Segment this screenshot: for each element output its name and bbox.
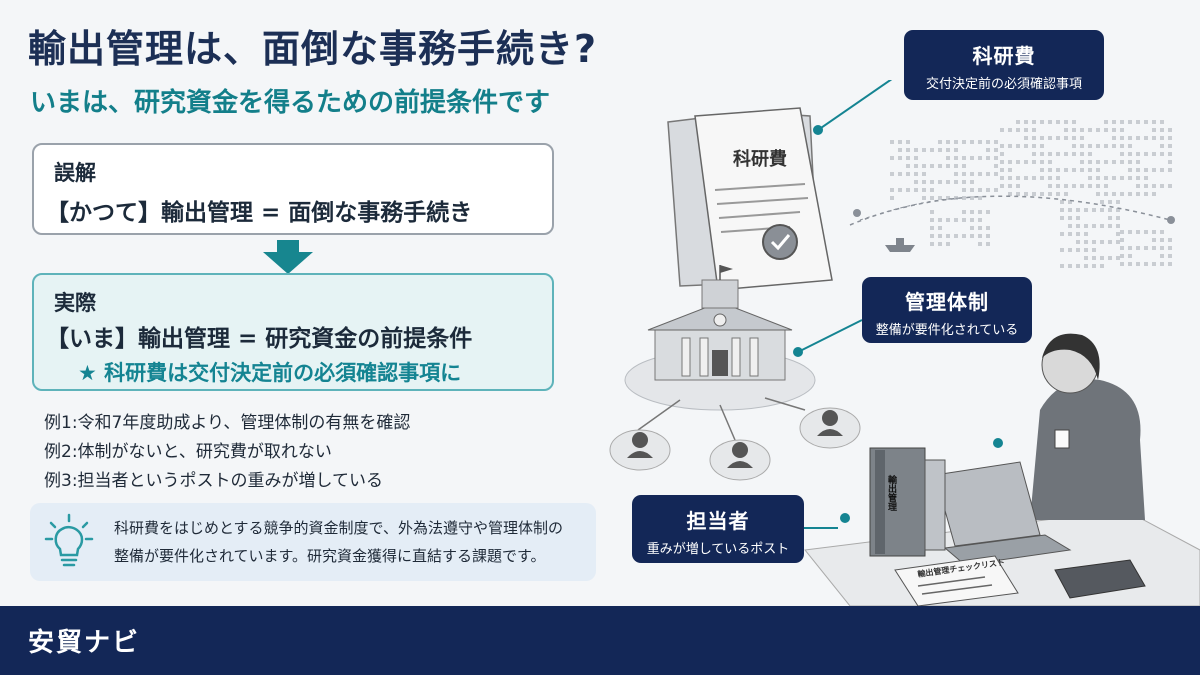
footer-bar: 安貿ナビ bbox=[0, 606, 1200, 675]
lightbulb-icon bbox=[44, 513, 94, 567]
ship-icon bbox=[885, 238, 915, 252]
staff-desk-scene: 輸出管理 輸出管理チェックリスト bbox=[804, 333, 1200, 606]
person-node-icon bbox=[799, 407, 861, 449]
example-item: 例2:体制がないと、研究費が取れない bbox=[44, 442, 332, 462]
page-title: 輸出管理は、面倒な事務手続き? bbox=[28, 27, 598, 71]
down-arrow-icon bbox=[277, 240, 299, 252]
document-title: 科研費 bbox=[733, 148, 787, 170]
tip-box: 科研費をはじめとする競争的資金制度で、外為法遵守や管理体制の 整備が要件化されて… bbox=[30, 503, 596, 581]
tip-line-1: 科研費をはじめとする競争的資金制度で、外為法遵守や管理体制の bbox=[114, 519, 563, 537]
brand-name: 安貿ナビ bbox=[28, 628, 141, 658]
callout-title: 管理体制 bbox=[905, 290, 989, 314]
tip-line-2: 整備が要件化されています。研究資金獲得に直結する課題です。 bbox=[114, 547, 546, 565]
down-arrow-head bbox=[263, 252, 313, 274]
example-item: 例1:令和7年度助成より、管理体制の有無を確認 bbox=[44, 413, 411, 433]
person-node-icon bbox=[709, 439, 771, 481]
reality-box: 実際 【いま】輸出管理 = 研究資金の前提条件 ★ 科研費は交付決定前の必須確認… bbox=[32, 273, 554, 391]
callout-staff: 担当者 重みが増しているポスト bbox=[632, 495, 804, 563]
illustration: 科研費 bbox=[609, 80, 1200, 606]
misconception-label: 誤解 bbox=[54, 161, 96, 185]
reality-highlight: ★ 科研費は交付決定前の必須確認事項に bbox=[78, 361, 462, 385]
binder-label: 輸出管理 bbox=[886, 474, 897, 511]
callout-subtitle: 整備が要件化されている bbox=[875, 323, 1019, 338]
callout-title: 科研費 bbox=[972, 44, 1036, 68]
misconception-text: 【かつて】輸出管理 = 面倒な事務手続き bbox=[46, 200, 473, 226]
reality-label: 実際 bbox=[54, 291, 96, 315]
page-subtitle: いまは、研究資金を得るための前提条件です bbox=[30, 88, 551, 118]
person-node-icon bbox=[609, 429, 671, 471]
checkmark-icon bbox=[770, 234, 791, 251]
kakenhi-document: 科研費 bbox=[667, 107, 833, 291]
misconception-box: 誤解 【かつて】輸出管理 = 面倒な事務手続き bbox=[32, 143, 554, 235]
callout-management-system: 管理体制 整備が要件化されている bbox=[862, 277, 1032, 343]
route-line bbox=[849, 195, 1171, 226]
callout-subtitle: 交付決定前の必須確認事項 bbox=[925, 77, 1082, 92]
reality-text: 【いま】輸出管理 = 研究資金の前提条件 bbox=[46, 326, 473, 352]
callout-kakenhi: 科研費 交付決定前の必須確認事項 bbox=[904, 30, 1104, 100]
university-building bbox=[624, 265, 816, 411]
world-map bbox=[890, 120, 1172, 268]
callout-subtitle: 重みが増しているポスト bbox=[646, 542, 790, 557]
callout-title: 担当者 bbox=[686, 509, 750, 533]
example-item: 例3:担当者というポストの重みが増している bbox=[44, 471, 384, 491]
